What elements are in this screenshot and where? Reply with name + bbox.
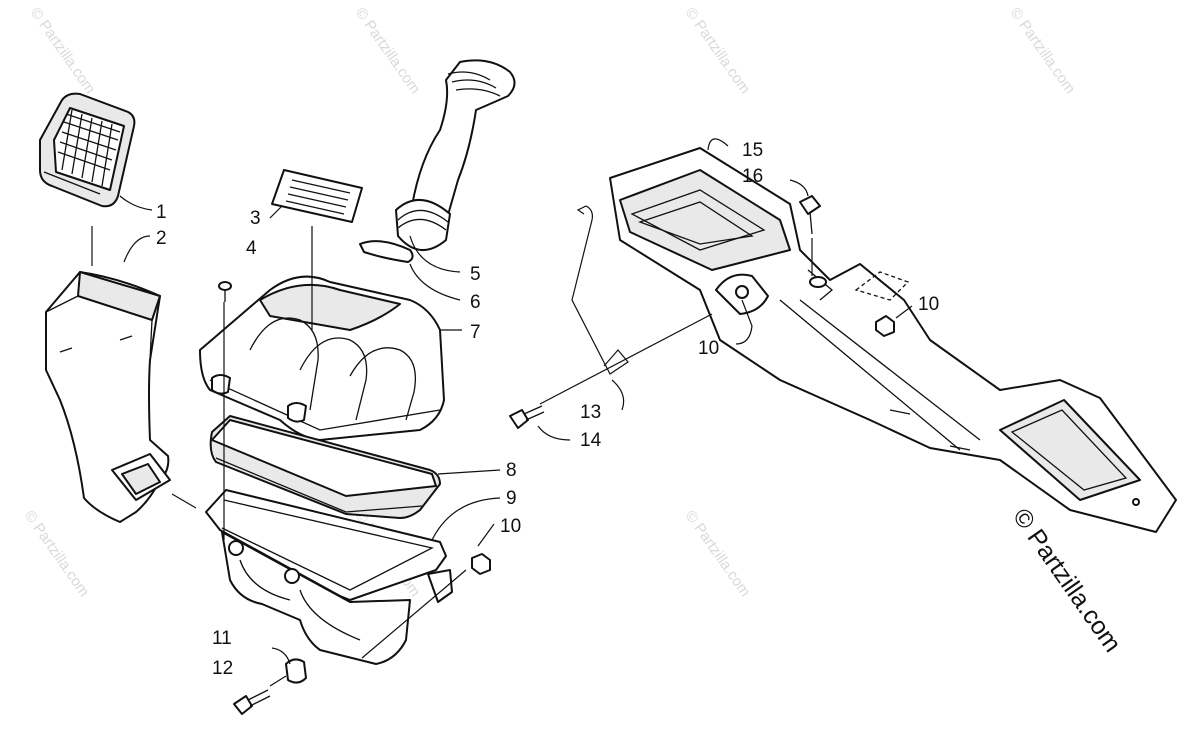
callout-13: 13 xyxy=(580,402,601,423)
part-intake-tube xyxy=(609,147,1177,533)
part-filter-element xyxy=(209,415,441,519)
leader-lines xyxy=(91,138,913,687)
callout-7: 7 xyxy=(470,322,481,343)
watermark-tile: © Partzilla.com xyxy=(352,5,424,98)
callout-4: 4 xyxy=(246,238,257,259)
watermark-tile: © Partzilla.com xyxy=(27,5,99,98)
callout-10-tube-left: 10 xyxy=(698,338,719,359)
part-intake-duct xyxy=(45,271,171,523)
part-screw xyxy=(218,281,232,302)
watermark-tile: © Partzilla.com xyxy=(682,5,754,98)
callout-8: 8 xyxy=(506,460,517,481)
callout-15: 15 xyxy=(742,140,763,161)
callout-3: 3 xyxy=(250,208,261,229)
part-grommet xyxy=(285,658,307,684)
part-bolt-top xyxy=(799,195,821,235)
part-intake-boot xyxy=(395,59,516,251)
part-warning-label xyxy=(271,169,363,223)
callout-2: 2 xyxy=(156,228,167,249)
callout-labels: 1 2 3 4 5 6 7 8 9 10 10 10 11 12 13 14 1… xyxy=(156,140,939,679)
part-intake-screen xyxy=(39,92,136,208)
callout-11: 11 xyxy=(212,628,232,649)
part-bolt-right xyxy=(509,405,545,429)
part-nut-right xyxy=(854,271,910,337)
part-bolt-lower xyxy=(233,689,271,715)
part-airbox-cover xyxy=(199,275,445,441)
callout-10-tube-right: 10 xyxy=(918,294,939,315)
callout-1: 1 xyxy=(156,202,167,223)
callout-5: 5 xyxy=(470,264,481,285)
partzilla-watermark: © Partzilla.com xyxy=(1007,503,1127,657)
part-airbox-base xyxy=(205,489,453,665)
watermark-tile: © Partzilla.com xyxy=(682,508,754,601)
callout-16: 16 xyxy=(742,166,763,187)
part-support-rod xyxy=(571,205,629,375)
watermark-tile: © Partzilla.com xyxy=(1007,5,1079,98)
callout-12: 12 xyxy=(212,658,233,679)
part-nut-left xyxy=(471,553,491,575)
callout-9: 9 xyxy=(506,488,517,509)
callout-10-airbox: 10 xyxy=(500,516,521,537)
watermark-tile: © Partzilla.com xyxy=(21,508,93,601)
callout-6: 6 xyxy=(470,292,481,313)
callout-14: 14 xyxy=(580,430,602,451)
part-clamp xyxy=(359,240,414,263)
